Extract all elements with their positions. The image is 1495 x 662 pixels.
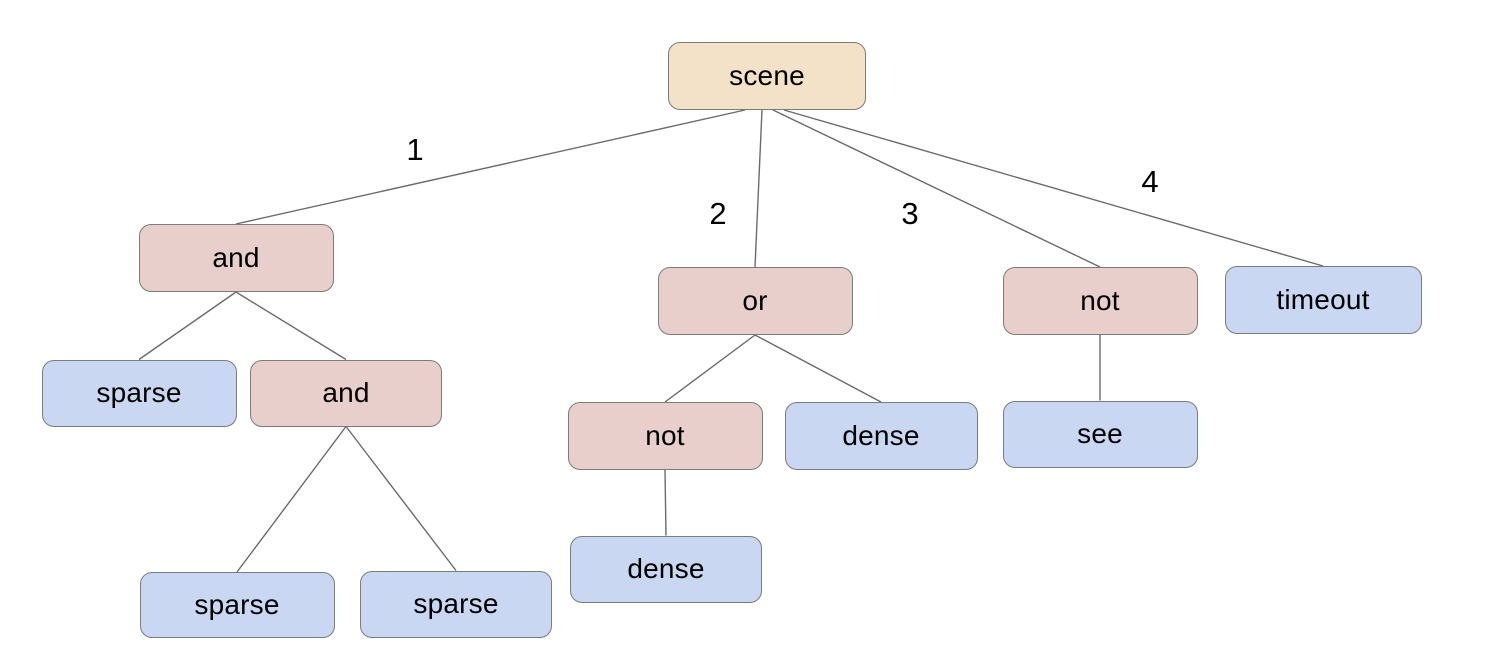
node-dense2: dense: [570, 535, 762, 603]
edge-label-3: 3: [901, 196, 918, 231]
edge-and2-sparse2: [236, 426, 347, 573]
node-timeout: timeout: [1224, 266, 1422, 334]
edge-and1-and2: [235, 291, 347, 361]
edge-and1-sparse1: [138, 291, 237, 361]
node-and2: and: [250, 359, 442, 427]
edge-label-1: 1: [406, 132, 423, 167]
node-label: or: [742, 285, 768, 316]
node-and1: and: [138, 224, 334, 292]
edge-scene-and1: [235, 109, 746, 225]
edge-scene-or1: [754, 109, 763, 268]
edge-label-4: 4: [1141, 164, 1158, 199]
node-sparse1: sparse: [41, 359, 237, 427]
node-see: see: [1002, 400, 1198, 468]
node-not1: not: [1002, 267, 1198, 335]
edge-or1-not2: [664, 334, 756, 403]
node-label: timeout: [1276, 284, 1370, 315]
edge-or1-dense1: [754, 334, 882, 403]
node-label: not: [645, 420, 685, 451]
node-not2: not: [567, 402, 763, 470]
node-label: sparse: [194, 589, 280, 620]
node-label: not: [1080, 285, 1120, 316]
node-label: scene: [729, 60, 805, 91]
edge-scene-timeout: [783, 109, 1324, 267]
node-or1: or: [657, 267, 853, 335]
node-label: dense: [627, 553, 705, 584]
edge-and2-sparse3: [345, 426, 457, 571]
node-label: sparse: [413, 588, 499, 619]
node-sparse2: sparse: [139, 572, 335, 638]
edge-not2-dense2: [664, 469, 667, 536]
node-label: see: [1077, 418, 1123, 449]
node-sparse3: sparse: [360, 570, 552, 638]
edge-label-2: 2: [709, 196, 726, 231]
node-label: and: [322, 377, 370, 408]
node-label: dense: [842, 420, 920, 451]
node-scene: scene: [668, 42, 866, 110]
node-label: sparse: [96, 377, 182, 408]
edge-scene-not1: [772, 109, 1101, 268]
node-label: and: [212, 242, 260, 273]
node-dense1: dense: [784, 402, 978, 470]
